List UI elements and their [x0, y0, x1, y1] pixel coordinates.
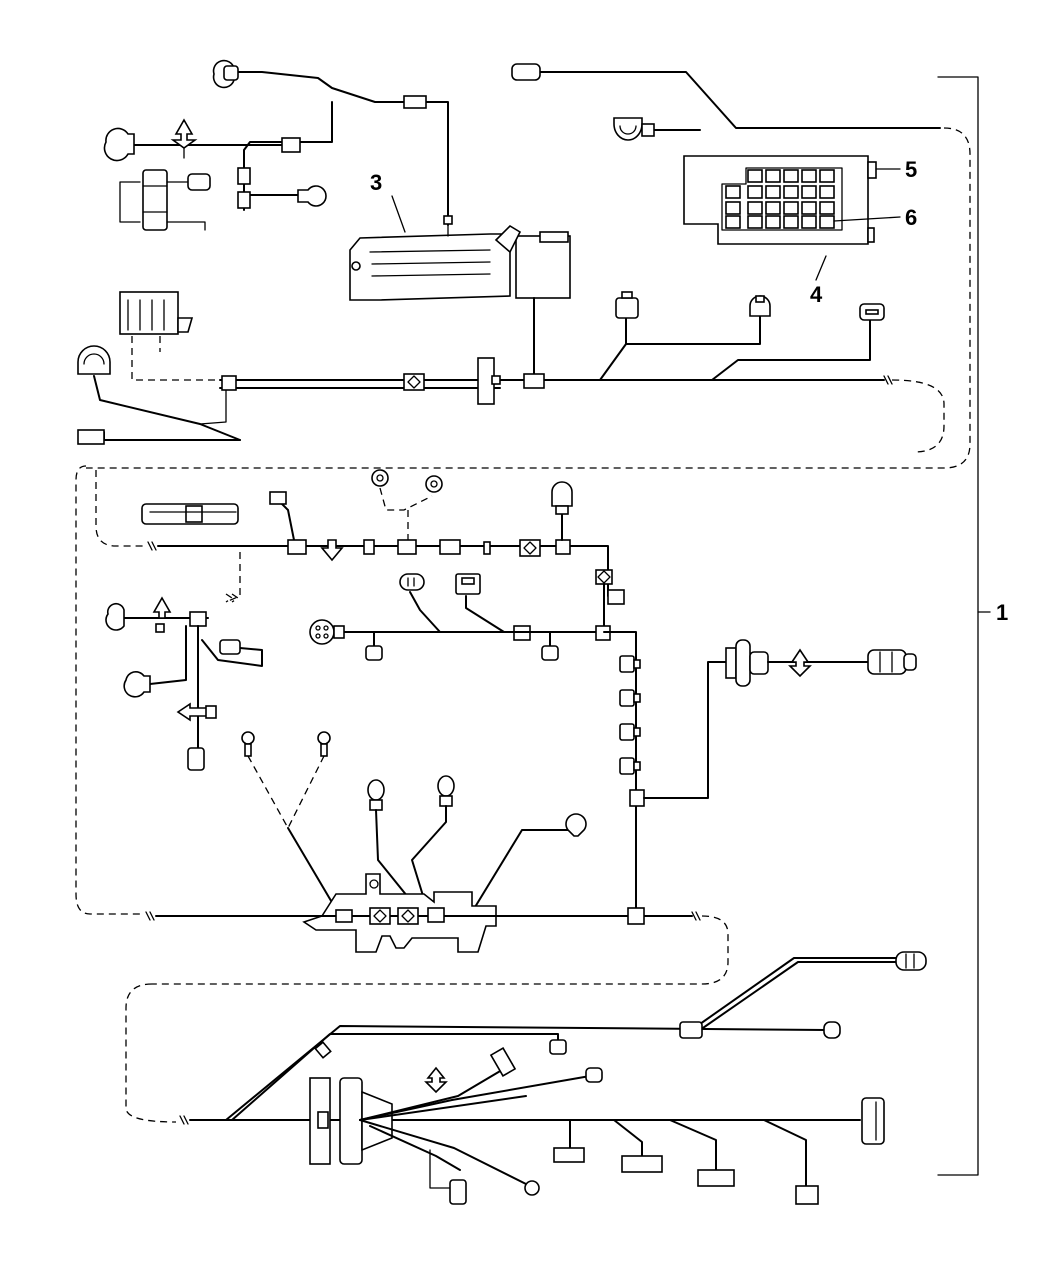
callout-4: 4 [810, 282, 823, 307]
bulb-socket-2 [425, 475, 443, 493]
firewall-grommet [309, 1077, 393, 1165]
connector-top-right-2 [749, 295, 771, 317]
two-pin-socket [551, 481, 573, 515]
assembly-bracket [937, 76, 991, 1176]
socket-column [619, 655, 641, 775]
bulb-plug-1 [367, 779, 385, 811]
d-ring-left [77, 345, 111, 375]
left-connector-plug [103, 127, 135, 162]
relay-bracket [119, 169, 211, 231]
rect-connector [455, 573, 481, 595]
top-left-connector [212, 59, 239, 89]
sensor-round-top [297, 185, 327, 207]
callout-6: 6 [905, 205, 917, 230]
ring-terminal-1 [241, 731, 255, 757]
top-harness-section: 3 5 6 4 [77, 59, 971, 469]
round-4pin-connector [309, 619, 345, 645]
left-junction-cluster [119, 291, 220, 381]
mid-left-bar-part [141, 503, 239, 525]
component-3-module [349, 215, 571, 301]
oval-connector [399, 573, 425, 591]
component-4-fuse-block [683, 155, 877, 245]
leader-4 [815, 255, 827, 281]
bulb-socket-1 [371, 469, 389, 487]
d-ring-connector [613, 117, 655, 141]
connector-top-right-3 [859, 303, 885, 321]
top-plug-connector [511, 63, 541, 81]
callout-1: 1 [996, 600, 1008, 625]
connector-top-right-1 [615, 291, 639, 319]
fuse-grid [725, 169, 835, 229]
grommet-assembly-right [725, 639, 917, 687]
callout-3: 3 [370, 170, 382, 195]
leader-3 [391, 195, 406, 233]
bulb-plug-2 [437, 775, 455, 807]
end-connector-right [861, 1097, 885, 1145]
bottom-harness-section [125, 951, 927, 1205]
callout-5: 5 [905, 157, 917, 182]
small-round-socket [823, 1021, 841, 1039]
leader-6 [833, 216, 901, 222]
middle-harness-section [75, 465, 917, 985]
ring-terminal-2 [317, 731, 331, 757]
push-clip-top [170, 118, 198, 159]
bottom-right-plug [895, 951, 927, 971]
